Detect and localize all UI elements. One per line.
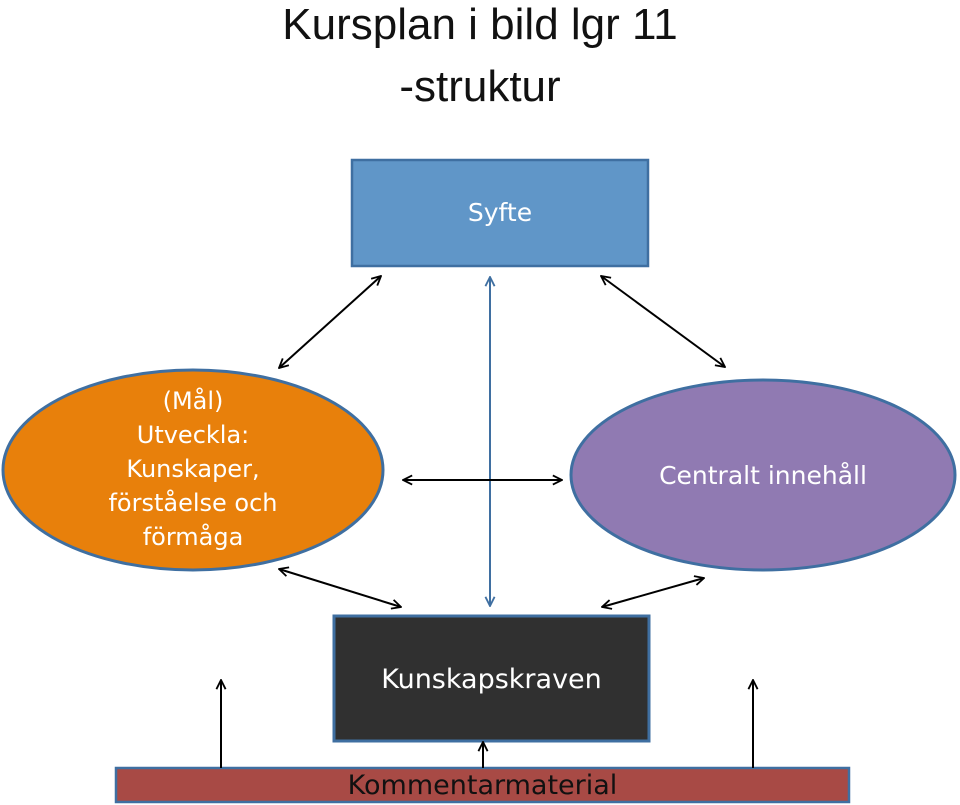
kunskapskraven-label: Kunskapskraven [381, 664, 602, 695]
edge-syfte-centralt [601, 276, 725, 367]
mal-ellipse [1, 368, 385, 572]
syfte-box [350, 158, 650, 268]
mal-line: förmåga [142, 523, 244, 551]
mal-line: förståelse och [108, 489, 278, 517]
mal-line: Utveckla: [136, 421, 250, 449]
mal-label: (Mål) Utveckla: Kunskaper, förståelse oc… [50, 384, 336, 554]
mal-line: Kunskaper, [126, 455, 260, 483]
centralt-innehall-ellipse [569, 378, 957, 572]
edge-mal-kunskapskraven [279, 569, 401, 607]
edge-syfte-mal [279, 276, 381, 368]
kommentarmaterial-label: Kommentarmaterial [347, 770, 618, 801]
mal-line: (Mål) [162, 387, 224, 415]
page-subtitle: -struktur [399, 62, 561, 111]
kunskapskraven-box [332, 614, 651, 743]
centralt-innehall-label: Centralt innehåll [659, 461, 867, 490]
edge-centralt-kunskapskraven [602, 578, 704, 607]
page-title: Kursplan i bild lgr 11 [282, 0, 678, 49]
syfte-label: Syfte [467, 198, 533, 227]
